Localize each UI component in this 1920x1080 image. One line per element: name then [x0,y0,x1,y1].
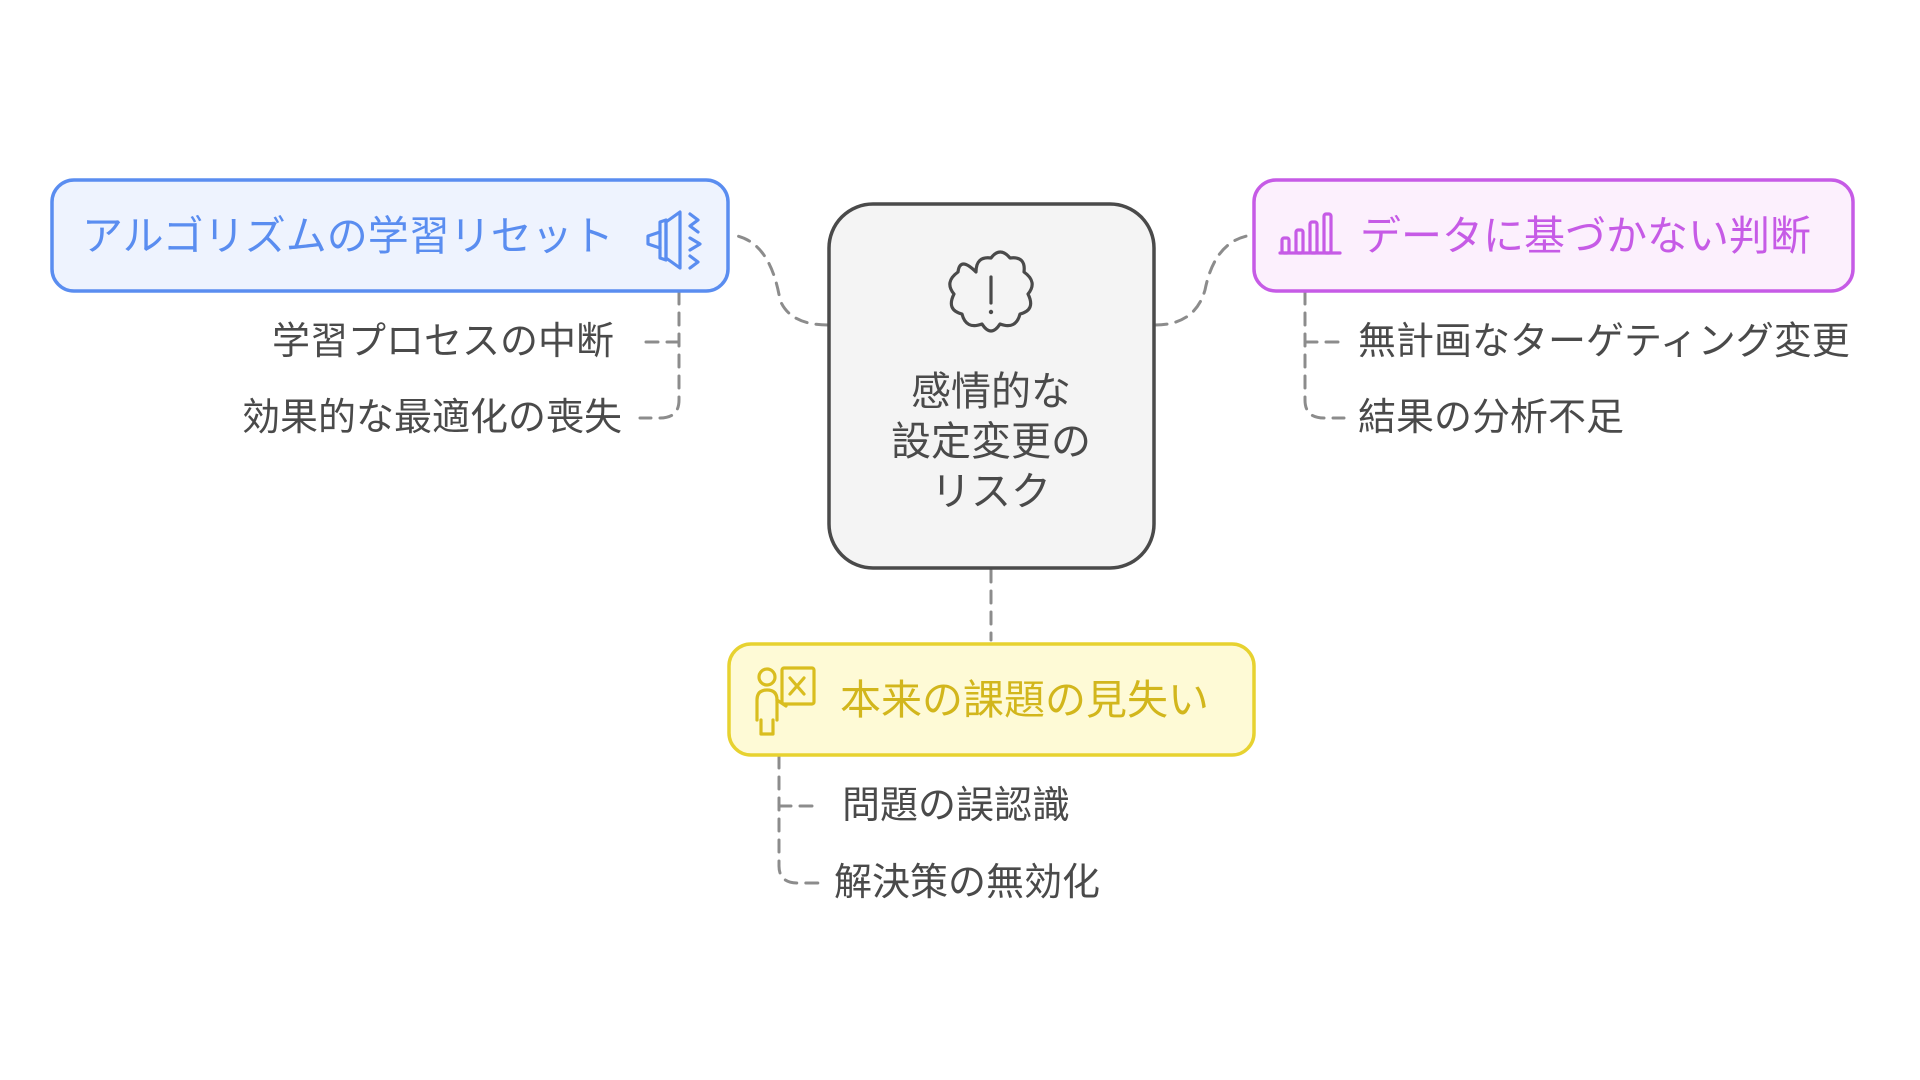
connector-data-items [1303,290,1346,420]
bar-chart-icon [1278,212,1342,255]
algorithm-item-1: 学習プロセスの中断 [272,319,614,363]
node-problem-box [727,642,1256,757]
connectors [638,233,1346,885]
center-line-2: 設定変更の [891,419,1091,465]
node-problem-lost[interactable]: 本来の課題の見失い [727,642,1256,757]
node-center-box [827,202,1156,570]
connector-algorithm-items [638,290,681,420]
data-item-1: 無計画なターゲティング変更 [1358,319,1850,363]
connector-center-data [1153,233,1254,327]
center-line-1: 感情的な [911,369,1071,415]
problem-item-1: 問題の誤認識 [842,783,1070,827]
node-algorithm-reset[interactable]: アルゴリズムの学習リセット [50,178,730,293]
problem-item-2: 解決策の無効化 [834,860,1100,904]
node-data-judgement[interactable]: データに基づかない判断 [1252,178,1855,293]
center-line-3: リスク [931,469,1051,515]
data-item-2: 結果の分析不足 [1358,395,1624,439]
node-data-box [1252,178,1855,293]
megaphone-icon [646,210,702,270]
node-algorithm-title: アルゴリズムの学習リセット [82,212,614,260]
node-problem-title: 本来の課題の見失い [840,676,1209,724]
algorithm-item-2: 効果的な最適化の喪失 [242,395,622,439]
connector-center-algorithm [730,233,830,327]
presenter-board-icon [755,666,816,736]
connector-problem-items [777,754,820,885]
node-data-title: データに基づかない判断 [1360,212,1811,260]
node-algorithm-box [50,178,730,293]
node-center-risk[interactable]: 感情的な 設定変更の リスク [827,202,1156,570]
exclamation-cloud-icon [948,250,1034,333]
